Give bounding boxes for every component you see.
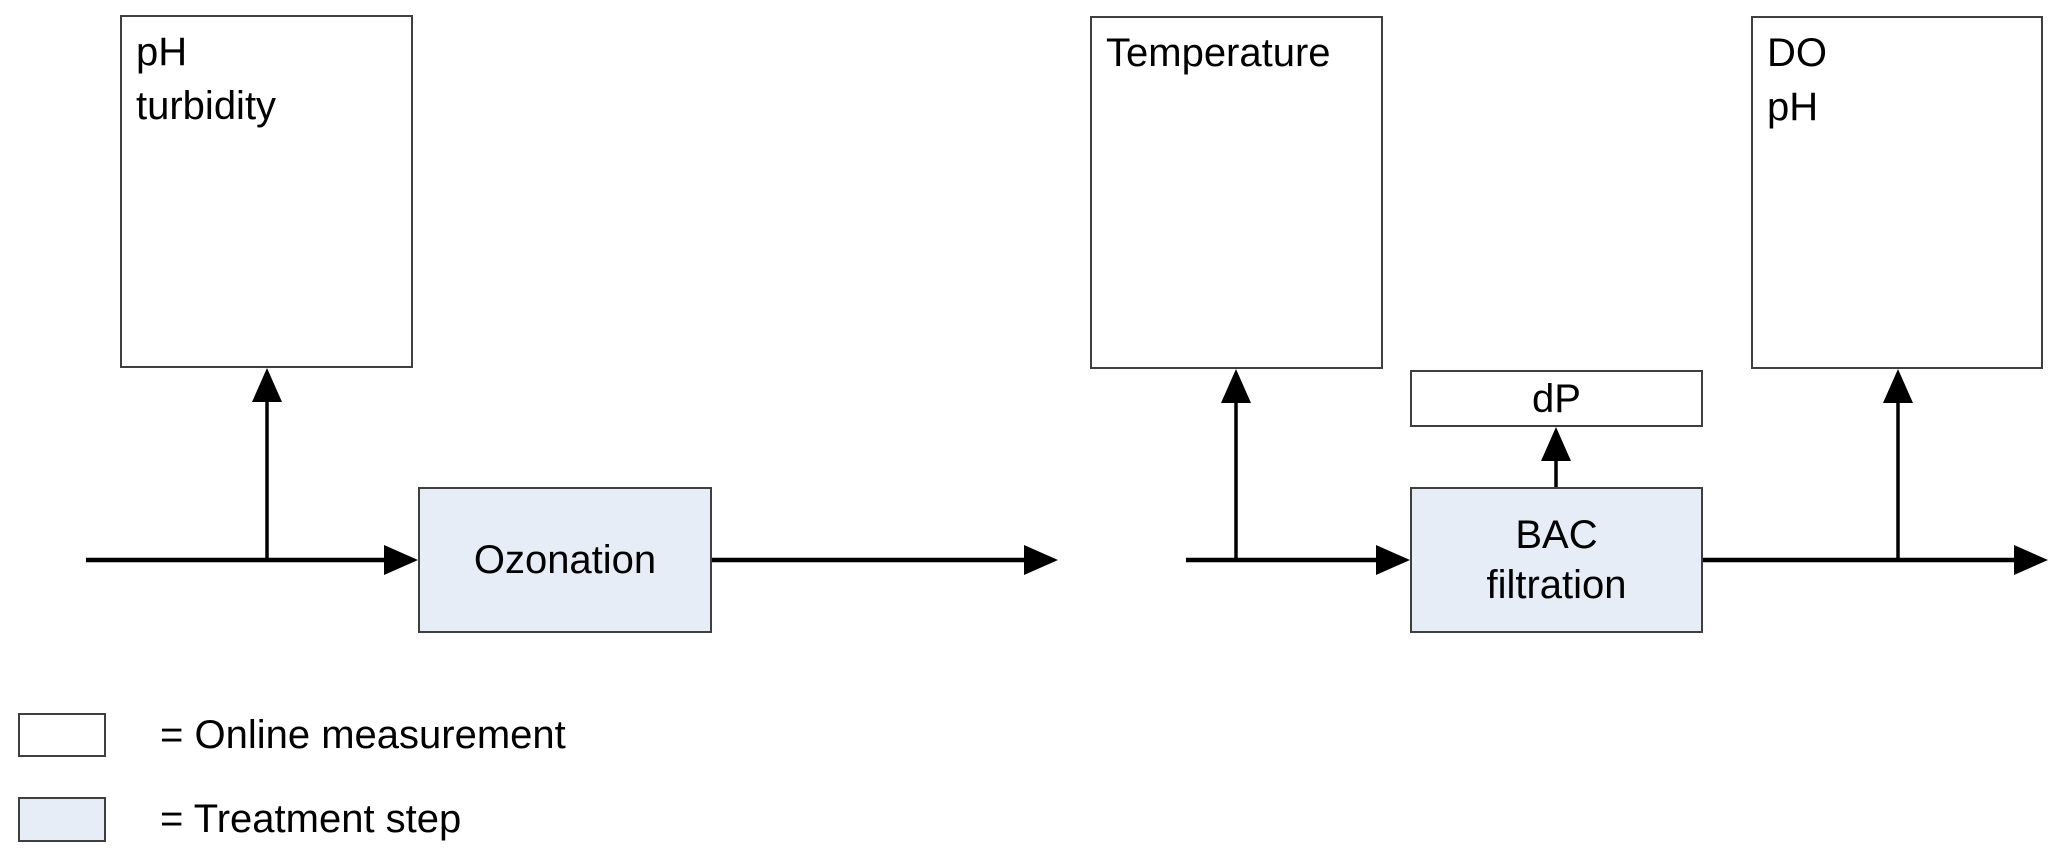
legend-swatch-treatment-step [18, 797, 106, 842]
arrowhead-into-temperature [1221, 369, 1251, 403]
measurement-label: pH [1767, 85, 1819, 129]
measurement-label: DO [1767, 31, 1827, 75]
arrowhead-into-dp [1541, 427, 1571, 461]
measurement-box-dp: dP [1410, 370, 1703, 427]
arrowhead-into-bac-filtration [1376, 545, 1410, 575]
treatment-label: filtration [1486, 563, 1627, 607]
measurement-label: pH [136, 30, 188, 74]
measurement-box-temperature: Temperature [1090, 16, 1383, 369]
arrowhead-into-ph-turbidity [252, 368, 282, 402]
arrowhead-ozonation-effluent [1024, 545, 1058, 575]
measurement-box-do-ph: DO pH [1751, 16, 2043, 369]
arrowhead-bac-effluent [2014, 545, 2048, 575]
measurement-label: Temperature [1106, 31, 1331, 75]
measurement-label: dP [1532, 376, 1581, 421]
legend-label-treatment-step: = Treatment step [160, 797, 462, 841]
treatment-label: Ozonation [473, 538, 657, 582]
arrowhead-into-ozonation [384, 545, 418, 575]
measurement-label: turbidity [136, 84, 277, 128]
measurement-box-ph-turbidity: pH turbidity [120, 15, 413, 368]
legend-label-online-measurement: = Online measurement [160, 712, 566, 757]
arrowhead-into-do-ph [1883, 369, 1913, 403]
legend-swatch-online-measurement [18, 713, 106, 757]
treatment-label: BAC [1515, 513, 1598, 557]
treatment-box-bac-filtration: BAC filtration [1410, 487, 1703, 633]
treatment-box-ozonation: Ozonation [418, 487, 712, 633]
